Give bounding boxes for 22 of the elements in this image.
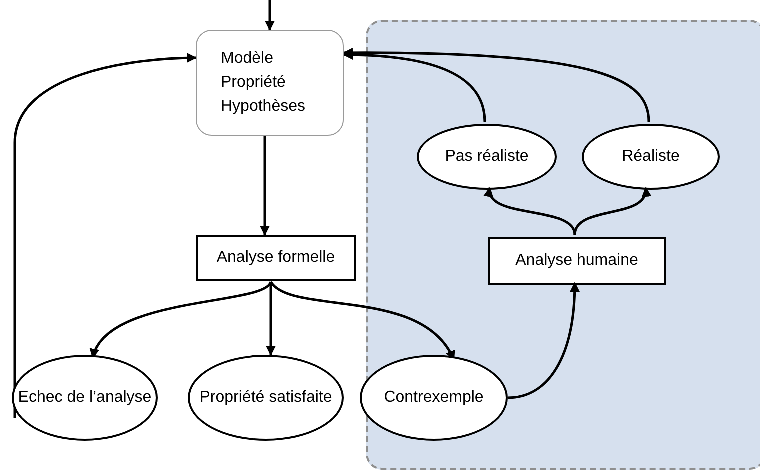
process-box [196, 235, 356, 281]
node-label: Hypothèses [220, 97, 306, 117]
node-label: Analyse formelle [216, 248, 336, 268]
node-label: Contrexemple [383, 388, 485, 408]
shaded-region [366, 20, 760, 470]
node-label: Réaliste [621, 147, 681, 167]
arrow [266, 282, 276, 356]
arrow [508, 282, 580, 400]
arrow [14, 53, 197, 418]
process-box [488, 237, 666, 285]
node-label: Analyse humaine [514, 251, 640, 271]
arrow [343, 48, 650, 122]
node-label: Modèle [220, 49, 274, 69]
node-label: Echec de l’analyse [17, 388, 153, 408]
arrow [574, 187, 650, 236]
node-label: Propriété satisfaite [198, 388, 334, 408]
arrow [265, 0, 275, 31]
arrow [260, 136, 270, 236]
bracket-box [196, 30, 344, 136]
node-label: Pas réaliste [444, 147, 530, 167]
node-label: Propriété [220, 73, 287, 93]
arrow [486, 187, 576, 236]
